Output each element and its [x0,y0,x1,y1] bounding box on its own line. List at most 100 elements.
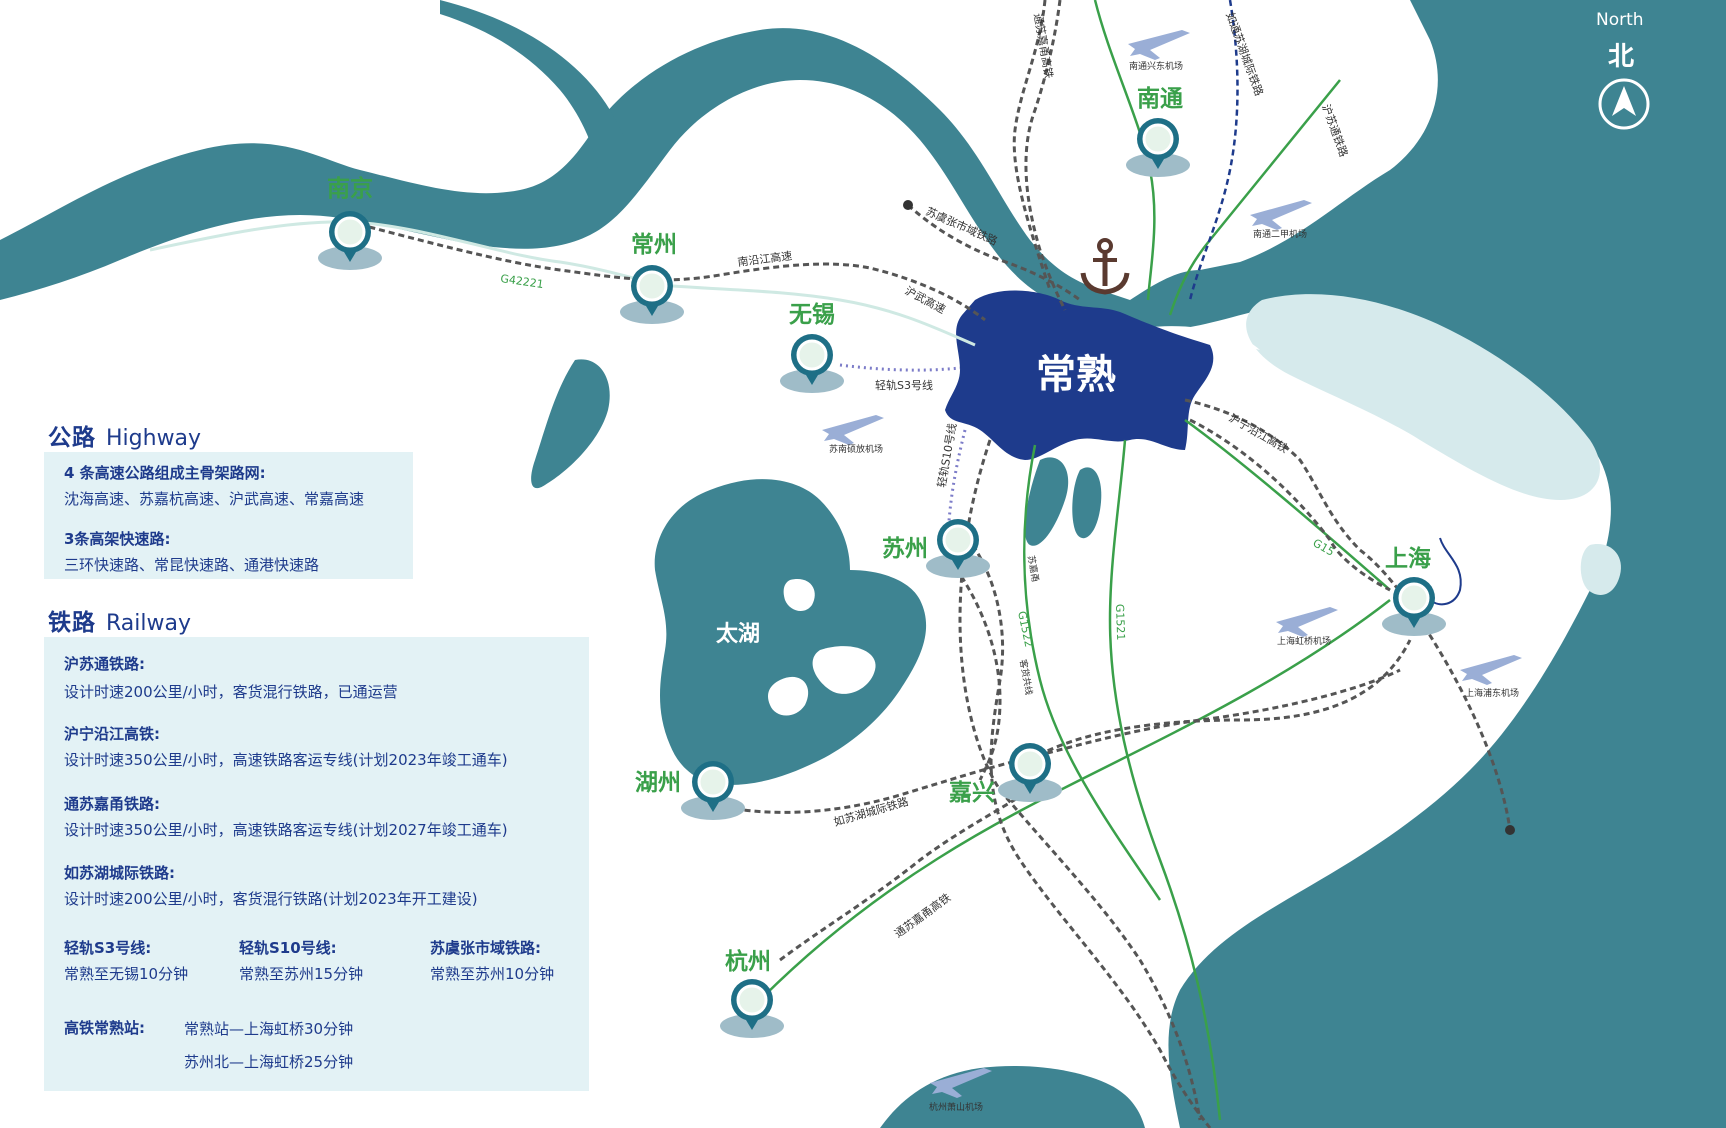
city-pin-jiaxing: 嘉兴 [949,743,1062,806]
pin-center [697,766,729,798]
hsr-title: 高铁常熟站: [64,1019,145,1037]
airport-label: 上海虹桥机场 [1277,635,1331,647]
city-label-huzhou: 湖州 [635,770,681,796]
city-label-nanjing: 南京 [327,175,373,202]
railway-item-title: 如苏湖城际铁路: [64,864,175,882]
taihu-lake [654,479,927,785]
airport-label: 南通二甲机场 [1253,228,1307,240]
railway-title-en: Railway [106,611,192,636]
hsr-line-2: 苏州北—上海虹桥25分钟 [184,1053,354,1071]
taihu-island-3 [783,579,815,612]
airport-label: 南通兴东机场 [1129,60,1183,72]
airport-label: 杭州萧山机场 [929,1101,983,1113]
label-s3: 轻轨S3号线 [875,378,933,392]
rail-green-g15 [1184,418,1391,591]
railway-item-text: 设计时速200公里/小时，客货混行铁路，已通运营 [64,683,398,701]
small-lake-east-1 [1024,457,1069,546]
city-pin-nantong: 南通 [1126,86,1190,177]
road-huwu [659,283,976,347]
highway-item-text: 沈海高速、苏嘉杭高速、沪武高速、常嘉高速 [64,490,365,508]
changxing-island [1580,544,1621,595]
city-pin-hangzhou: 杭州 [720,948,784,1038]
taihu-island-2 [768,676,809,716]
airport-shanghai-pudong: 上海浦东机场 [1460,655,1522,699]
label-g1521: G1521 [1113,604,1127,641]
city-label-shanghai: 上海 [1385,545,1431,572]
compass-circle [1598,78,1650,130]
small-lake-east-2 [1072,467,1102,539]
airport-nantong-xingdong: 南通兴东机场 [1128,30,1190,72]
airplane-icon [1250,200,1312,230]
railway-item-text: 设计时速350公里/小时，高速铁路客运专线(计划2023年竣工通车) [64,751,508,769]
light-rail-title: 苏虞张市域铁路: [430,939,541,957]
taihu-island-1 [812,646,876,694]
airport-shanghai-hongqiao: 上海虹桥机场 [1276,607,1338,647]
pin-center [1014,748,1046,780]
highway-title-en: Highway [106,426,202,451]
compass-north-cn-label: 北 [1608,42,1635,72]
railway-item-title: 沪宁沿江高铁: [64,725,160,743]
highway-box: 4 条高速公路组成主骨架路网: 沈海高速、苏嘉杭高速、沪武高速、常嘉高速 3条高… [44,452,413,579]
north-arrow-icon [1612,86,1636,116]
center-city-label: 常熟 [1036,352,1116,398]
city-label-hangzhou: 杭州 [725,948,771,975]
railway-title-cn: 铁路 [48,610,96,636]
pin-center [796,339,828,371]
light-rail-text: 常熟至苏州10分钟 [430,965,555,983]
highway-item-title: 4 条高速公路组成主骨架路网: [64,464,266,482]
highway-heading: 公路 Highway [48,418,201,452]
highway-item-title: 3条高架快速路: [64,530,171,548]
pin-center [636,270,668,302]
highway-item-text: 三环快速路、常昆快速路、通港快速路 [64,556,320,574]
airport-nantong-erjia: 南通二甲机场 [1250,200,1312,240]
rail-endpoint-west [903,200,913,210]
pin-center [736,984,768,1016]
railway-item-text: 设计时速350公里/小时，高速铁路客运专线(计划2027年竣工通车) [64,821,508,839]
label-g42221: G42221 [500,272,545,291]
rail-endpoint-east [1505,825,1515,835]
light-rail-text: 常熟至苏州15分钟 [239,965,364,983]
rail-green-g1521 [1108,439,1222,1121]
city-pin-changzhou: 常州 [620,232,684,324]
compass-north-label: North [1596,10,1644,30]
highway-title-cn: 公路 [48,425,96,451]
dashed-rails [349,0,1512,1128]
railway-item-text: 设计时速200公里/小时，客货混行铁路(计划2023年开工建设) [64,890,478,908]
lake-label: 太湖 [716,622,760,647]
huangpu-river [1429,537,1462,606]
airplane-icon [822,415,884,445]
airplane-icon [930,1068,992,1098]
light-rail-title: 轻轨S3号线: [64,939,152,957]
railway-item-title: 沪苏通铁路: [64,655,145,673]
chongming-island [1246,294,1600,500]
city-pin-nanjing: 南京 [318,175,382,270]
city-label-jiaxing: 嘉兴 [949,780,995,806]
city-label-nantong: 南通 [1137,86,1183,112]
port-anchor-icon [1080,238,1130,295]
small-lake-west [531,359,610,489]
rail-green-g1522 [1023,444,1162,901]
road-g42221 [149,220,661,287]
city-pin-huzhou: 湖州 [635,761,745,820]
rail-green-shanghai-hangzhou [759,599,1391,1001]
pin-center [334,216,366,248]
compass [1598,78,1650,130]
city-pin-wuxi: 无锡 [780,302,844,393]
city-label-suzhou: 苏州 [882,536,928,562]
light-rail-title: 轻轨S10号线: [239,939,337,957]
pin-center [1398,582,1430,614]
river-branch-north [440,0,640,190]
city-pin-shanghai: 上海 [1382,545,1446,636]
pin-center [942,524,974,556]
light-rail-s3 [839,363,961,372]
airplane-icon [1128,30,1190,60]
railway-item-title: 通苏嘉甬铁路: [64,795,160,813]
railway-heading: 铁路 Railway [48,603,191,637]
label-nanyanjiang: 南沿江高速 [737,248,793,269]
airport-hangzhou-xiaoshan: 杭州萧山机场 [929,1068,992,1113]
airplane-icon [1276,607,1338,637]
light-rail-s10 [946,429,967,536]
rail-green-north-2 [1168,79,1341,316]
